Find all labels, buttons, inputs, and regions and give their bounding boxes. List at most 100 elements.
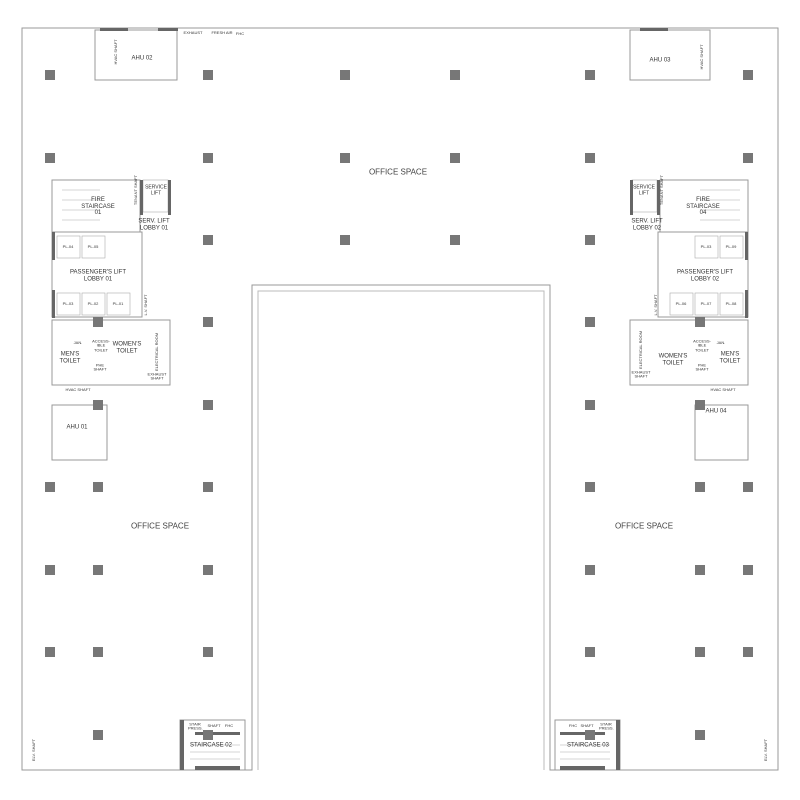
lift-pl-02: PL-02: [87, 300, 99, 306]
structural-column: [585, 730, 595, 740]
structural-column: [695, 317, 705, 327]
womens-toilet-right-label: WOMEN'S TOILET: [658, 353, 688, 366]
lift-pl-03: PL-03: [62, 300, 74, 306]
structural-column: [743, 153, 753, 163]
structural-column: [695, 400, 705, 410]
office-space-right-label: OFFICE SPACE: [614, 521, 674, 531]
tenant-shaft-label: TENANT SHAFT: [658, 174, 664, 206]
structural-column: [93, 647, 103, 657]
exhaust-label: EXHAUST: [183, 29, 203, 35]
structural-column: [743, 647, 753, 657]
structural-column: [340, 235, 350, 245]
ahu-02-room: [94, 29, 178, 81]
structural-column: [45, 565, 55, 575]
lv-shaft-left-label: L.V. SHAFT: [142, 294, 148, 316]
structural-column: [743, 70, 753, 80]
structural-column: [450, 153, 460, 163]
tenant-shaft-label: TENANT SHAFT: [132, 174, 138, 206]
structural-column: [585, 565, 595, 575]
jan-left-label: JAN.: [73, 339, 83, 345]
structural-column: [45, 482, 55, 492]
structural-column: [585, 647, 595, 657]
toilets-right-room: [629, 319, 749, 386]
inner-void-wall: [257, 290, 545, 770]
structural-column: [203, 235, 213, 245]
structural-column: [585, 317, 595, 327]
structural-column: [203, 482, 213, 492]
ahu-02-label: AHU 02: [131, 55, 153, 62]
structural-column: [743, 565, 753, 575]
structural-column: [585, 235, 595, 245]
fhc-label: FHC: [235, 30, 245, 36]
fhc-03-label: FHC: [568, 722, 578, 728]
accessible-toilet-right-label: ACCESS-IBLE TOILET: [693, 338, 711, 353]
service-lift-2-label: SERVICE LIFT: [633, 184, 655, 196]
ahu-01-room: [51, 404, 108, 461]
lift-pl-04: PL-04: [62, 243, 74, 249]
structural-column: [585, 70, 595, 80]
outer-boundary: [21, 27, 779, 771]
structural-column: [585, 400, 595, 410]
lift-pl-09: PL-09: [725, 243, 737, 249]
structural-column: [203, 400, 213, 410]
structural-column: [340, 153, 350, 163]
service-lift-1-label: SERVICE LIFT: [145, 184, 167, 196]
exhaust-shaft-right-label: EXHAUST SHAFT: [631, 369, 651, 379]
structural-column: [340, 70, 350, 80]
structural-column: [203, 565, 213, 575]
ahu-03-room: [629, 29, 711, 81]
lift-pl-03-right: PL-03: [700, 243, 712, 249]
structural-column: [45, 70, 55, 80]
passenger-lift-lobby-01-label: PASSENGER'S LIFT LOBBY 01: [69, 269, 127, 282]
staircase-02-label: STAIRCASE 02: [190, 742, 232, 749]
structural-column: [743, 482, 753, 492]
structural-column: [93, 317, 103, 327]
structural-column: [450, 70, 460, 80]
phe-shaft-right-label: PHE SHAFT: [695, 362, 709, 372]
exhaust-shaft-left-label: EXHAUST SHAFT: [147, 371, 167, 381]
structural-column: [695, 482, 705, 492]
electrical-room-left-label: ELECTRICAL ROOM: [153, 332, 159, 372]
lift-pl-07: PL-07: [700, 300, 712, 306]
office-space-left-label: OFFICE SPACE: [130, 521, 190, 531]
serv-lift-lobby-02-label: SERV. LIFT LOBBY 02: [631, 218, 663, 231]
structural-column: [93, 482, 103, 492]
ahu-01-label: AHU 01: [66, 424, 88, 431]
structural-column: [585, 153, 595, 163]
structural-column: [450, 235, 460, 245]
elv-shaft-right-label: ELV. SHAFT: [762, 738, 768, 762]
office-space-top-label: OFFICE SPACE: [368, 167, 428, 177]
hvac-shaft-left-label: HVAC SHAFT: [65, 386, 91, 392]
structural-column: [695, 565, 705, 575]
staircase-03-label: STAIRCASE 03: [567, 742, 609, 749]
lift-pl-05: PL-05: [87, 243, 99, 249]
toilets-left-room: [51, 319, 171, 386]
fire-staircase-04-label: FIRE STAIRCASE 04: [686, 197, 720, 217]
structural-column: [203, 317, 213, 327]
hvac-shaft-right-label: HVAC SHAFT: [710, 386, 736, 392]
shaft-03-label: SHAFT: [580, 722, 594, 728]
structural-column: [695, 730, 705, 740]
lift-pl-01: PL-01: [112, 300, 124, 306]
structural-column: [45, 153, 55, 163]
ahu-04-room: [694, 404, 749, 461]
mens-toilet-left-label: MEN'S TOILET: [59, 351, 81, 364]
fresh-air-label: FRESH AIR: [211, 29, 233, 35]
shaft-02-label: SHAFT: [207, 722, 221, 728]
structural-column: [93, 400, 103, 410]
elv-shaft-left-label: ELV. SHAFT: [30, 738, 36, 762]
structural-column: [45, 647, 55, 657]
structural-column: [203, 70, 213, 80]
fhc-02-label: FHC: [224, 722, 234, 728]
stair-press-03-label: STAIR PRESS.: [599, 721, 614, 731]
ahu-03-label: AHU 03: [649, 57, 671, 64]
structural-column: [203, 647, 213, 657]
passenger-lift-lobby-02-label: PASSENGER'S LIFT LOBBY 02: [676, 269, 734, 282]
lv-shaft-right-label: L.V. SHAFT: [652, 294, 658, 316]
structural-column: [203, 730, 213, 740]
phe-shaft-left-label: PHE SHAFT: [93, 362, 107, 372]
womens-toilet-left-label: WOMEN'S TOILET: [112, 341, 142, 354]
structural-column: [93, 730, 103, 740]
fire-staircase-01-label: FIRE STAIRCASE 01: [81, 197, 115, 217]
